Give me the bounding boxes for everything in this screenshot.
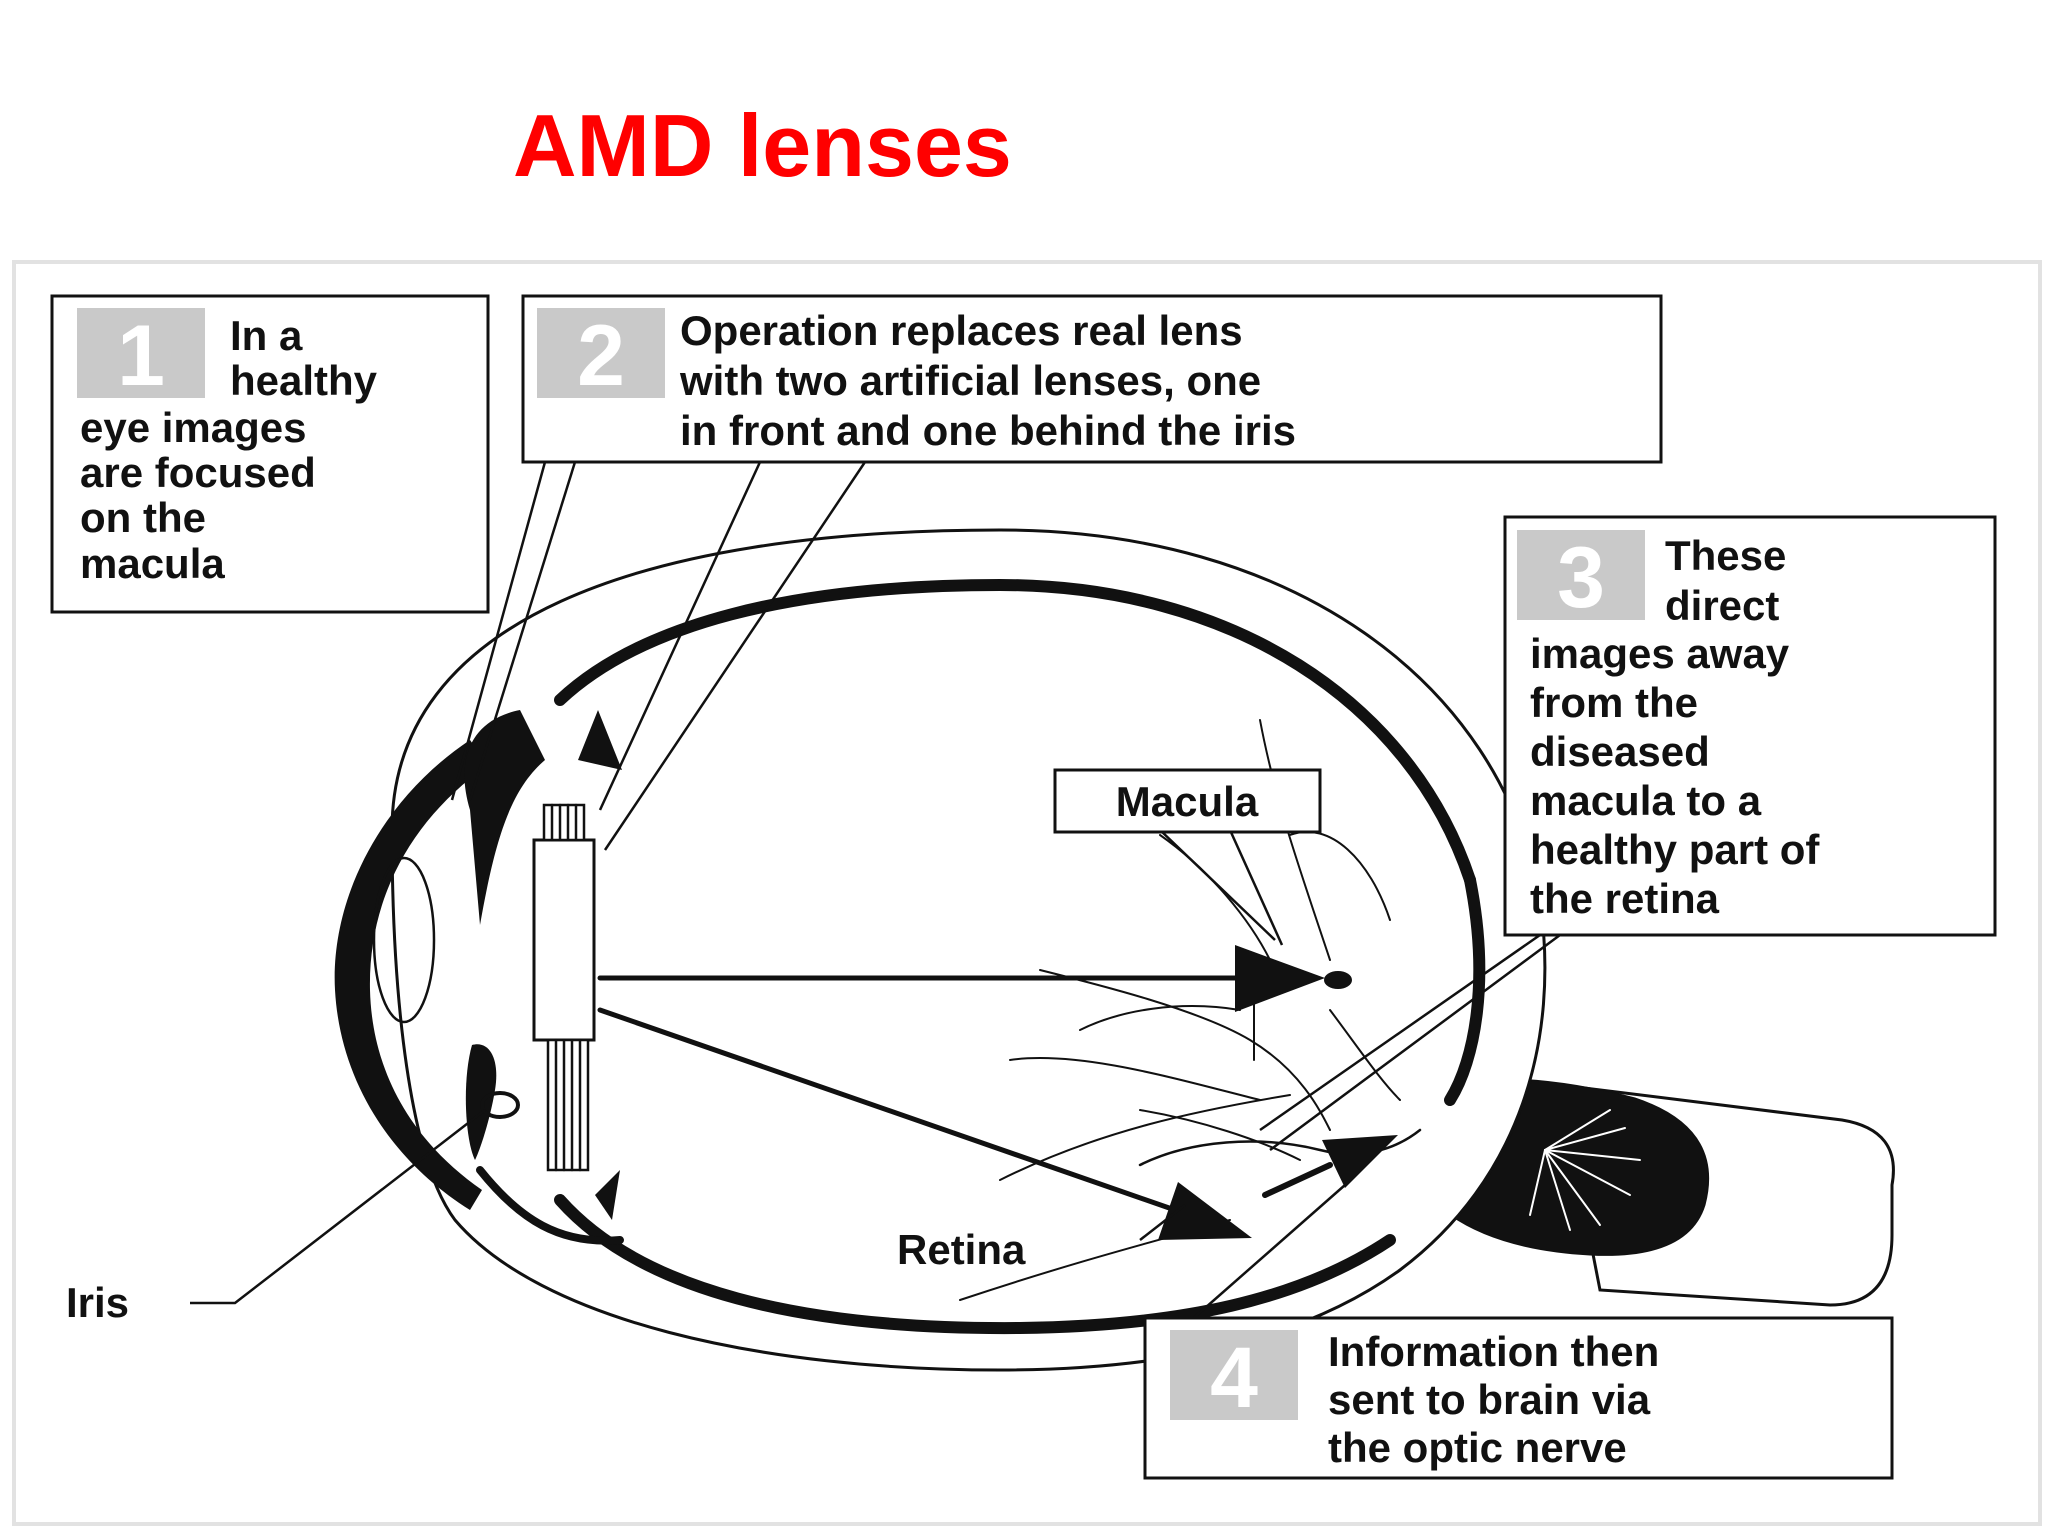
arrow-to-retina-shaft [597, 1007, 1178, 1213]
callout-3-line-1: These [1665, 532, 1786, 579]
callout-4-line-3: the optic nerve [1328, 1424, 1627, 1471]
cornea [334, 740, 488, 1210]
figure-frame [12, 260, 2042, 1526]
iris-upper [464, 710, 545, 925]
callout-3-line-4: from the [1530, 679, 1698, 726]
callout-1-line-1: In a [230, 312, 303, 359]
callout-3-line-7: healthy part of [1530, 826, 1820, 873]
ciliary-body-lower [476, 1166, 624, 1245]
callout-1-number-box [77, 308, 205, 398]
callout-4-line-2: sent to brain via [1328, 1376, 1651, 1423]
arrow-to-retina-head [1158, 1182, 1252, 1240]
macula-spot [1324, 971, 1352, 989]
implanted-lens [532, 838, 596, 1042]
callout-1-line-4: are focused [80, 449, 316, 496]
choroid-upper [554, 578, 1476, 886]
arrow-to-nerve-shaft [1262, 1162, 1333, 1198]
callout-4-line-1: Information then [1328, 1328, 1659, 1375]
callout-1-line-5: on the [80, 494, 206, 541]
arrow-to-macula-head [1235, 945, 1325, 1012]
macula-label-group: Macula [1053, 768, 1322, 834]
callout-2-line-2: with two artificial lenses, one [679, 357, 1261, 404]
callout-2-number: 2 [577, 308, 625, 404]
choroid-lower [1444, 874, 1486, 1106]
callout-2-number-box [537, 308, 665, 398]
ciliary-arrow-lower [595, 1170, 620, 1220]
callout-3-line-3: images away [1530, 630, 1790, 677]
callout-3-number-box [1517, 530, 1645, 620]
callout-3: 3 These direct images away from the dise… [1503, 515, 1997, 937]
iris-pupil-ring [480, 1091, 520, 1119]
callout-2-line-1: Operation replaces real lens [680, 307, 1243, 354]
ciliary-arrow-upper [578, 710, 622, 770]
callout-4-number: 4 [1210, 1330, 1258, 1426]
callout-1-line-3: eye images [80, 404, 307, 451]
macula-label: Macula [1116, 778, 1259, 825]
callout-1-number: 1 [117, 308, 165, 404]
callout-1-line-6: macula [80, 540, 225, 587]
callout-3-line-2: direct [1665, 582, 1779, 629]
callout-3-number: 3 [1557, 530, 1605, 626]
lens-haptics-bottom [546, 1038, 590, 1172]
callout-1-line-2: healthy [230, 357, 378, 404]
callout-3-line-5: diseased [1530, 728, 1710, 775]
iris-label: Iris [66, 1279, 129, 1326]
callout-2: 2 Operation replaces real lens with two … [521, 294, 1663, 464]
optic-nerve-fibres [1529, 1109, 1641, 1231]
callout-2-line-3: in front and one behind the iris [680, 407, 1296, 454]
callout-3-line-8: the retina [1530, 875, 1720, 922]
choroid-bottom [554, 1194, 1396, 1335]
callout-4: 4 Information then sent to brain via the… [1143, 1316, 1894, 1480]
callout-2-box [521, 294, 1663, 464]
leader-lines [190, 461, 1561, 1331]
macula-label-box [1053, 768, 1322, 834]
arrow-to-nerve-head [1322, 1135, 1398, 1188]
callout-1: 1 In a healthy eye images are focused on… [50, 294, 490, 614]
callout-4-number-box [1170, 1330, 1298, 1420]
callout-3-line-6: macula to a [1530, 777, 1762, 824]
crystalline-lens [372, 856, 436, 1024]
slide-title: AMD lenses [513, 96, 1012, 195]
lens-haptics-top [542, 803, 586, 842]
retina-fold [1138, 1128, 1422, 1167]
retina-label: Retina [897, 1226, 1026, 1273]
